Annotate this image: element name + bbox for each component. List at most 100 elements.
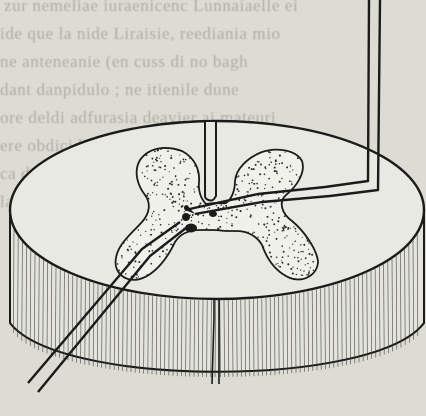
stipple-dot [235, 194, 236, 195]
stipple-dot [163, 209, 165, 211]
stipple-dot [264, 173, 266, 175]
stipple-dot [156, 185, 158, 187]
stipple-dot [166, 196, 168, 198]
stipple-dot [279, 266, 281, 268]
stipple-dot [186, 178, 188, 180]
stipple-dot [121, 257, 122, 258]
stipple-dot [164, 169, 166, 171]
stipple-dot [281, 178, 282, 179]
stipple-dot [286, 235, 287, 236]
stipple-dot [220, 215, 222, 217]
stipple-dot [176, 179, 177, 180]
stipple-dot [276, 238, 278, 240]
stipple-dot [142, 172, 143, 173]
stipple-dot [169, 183, 171, 185]
stipple-dot [152, 165, 154, 167]
stipple-dot [206, 228, 208, 230]
stipple-dot [240, 210, 242, 212]
stipple-dot [303, 244, 305, 246]
stipple-dot [134, 251, 136, 253]
stipple-dot [246, 191, 248, 193]
stipple-dot [297, 260, 299, 262]
stipple-dot [151, 158, 153, 160]
stipple-dot [218, 219, 220, 221]
stipple-dot [297, 234, 298, 235]
stipple-dot [133, 266, 134, 267]
stipple-dot [179, 154, 180, 155]
stipple-dot [289, 180, 291, 182]
stipple-dot [202, 215, 204, 217]
stipple-dot [270, 256, 272, 258]
stipple-dot [246, 209, 247, 210]
stipple-dot [162, 193, 163, 194]
stipple-dot [183, 194, 184, 195]
stipple-dot [244, 175, 246, 177]
stipple-dot [264, 166, 266, 168]
stipple-dot [285, 152, 286, 153]
stipple-dot [175, 176, 176, 177]
stipple-dot [177, 184, 179, 186]
stipple-dot [172, 232, 173, 233]
stipple-dot [225, 205, 227, 207]
stipple-dot [266, 226, 268, 228]
stipple-dot [301, 259, 302, 260]
stipple-dot [301, 251, 302, 252]
stipple-dot [151, 180, 153, 182]
stipple-dot [231, 214, 233, 216]
stipple-dot [219, 226, 221, 228]
stipple-dot [208, 207, 210, 209]
stipple-dot [154, 182, 155, 183]
stipple-dot [268, 234, 270, 236]
stipple-dot [171, 230, 172, 231]
stipple-dot [148, 198, 150, 200]
stipple-dot [255, 164, 257, 166]
stipple-dot [165, 194, 166, 195]
stipple-dot [277, 229, 278, 230]
stipple-dot [297, 157, 299, 159]
stipple-dot [290, 165, 291, 166]
stipple-dot [226, 218, 227, 219]
stipple-dot [293, 226, 294, 227]
stipple-dot [275, 159, 277, 161]
stipple-dot [308, 249, 309, 250]
stipple-dot [310, 267, 311, 268]
stipple-dot [170, 192, 172, 194]
stipple-dot [267, 223, 268, 224]
stipple-dot [257, 187, 259, 189]
stipple-dot [305, 257, 307, 259]
stipple-dot [243, 202, 244, 203]
stipple-dot [273, 223, 275, 225]
stipple-dot [189, 173, 190, 174]
stipple-dot [269, 157, 270, 158]
stipple-dot [269, 164, 271, 166]
stipple-dot [178, 210, 180, 212]
stipple-dot [236, 176, 238, 178]
stipple-dot [258, 195, 259, 196]
stipple-dot [160, 161, 161, 162]
stipple-dot [181, 223, 183, 225]
electrode-tip-upper [182, 213, 190, 221]
stipple-dot [136, 277, 138, 279]
stipple-dot [270, 161, 272, 163]
stipple-dot [151, 216, 152, 217]
stipple-dot [307, 240, 309, 242]
stipple-dot [289, 171, 290, 172]
stipple-dot [266, 240, 268, 242]
stipple-dot [183, 200, 184, 201]
stipple-dot [150, 263, 152, 265]
stipple-dot [281, 162, 283, 164]
stipple-dot [185, 159, 187, 161]
stipple-dot [275, 163, 277, 165]
stipple-dot [147, 170, 148, 171]
stipple-dot [308, 253, 310, 255]
stipple-dot [182, 191, 184, 193]
stipple-dot [176, 230, 178, 232]
stipple-dot [268, 151, 270, 153]
stipple-dot [154, 151, 156, 153]
stipple-dot [197, 186, 199, 188]
stipple-dot [291, 183, 293, 185]
stipple-dot [261, 207, 262, 208]
stipple-dot [201, 223, 203, 225]
stipple-dot [226, 230, 227, 231]
stipple-dot [216, 205, 217, 206]
